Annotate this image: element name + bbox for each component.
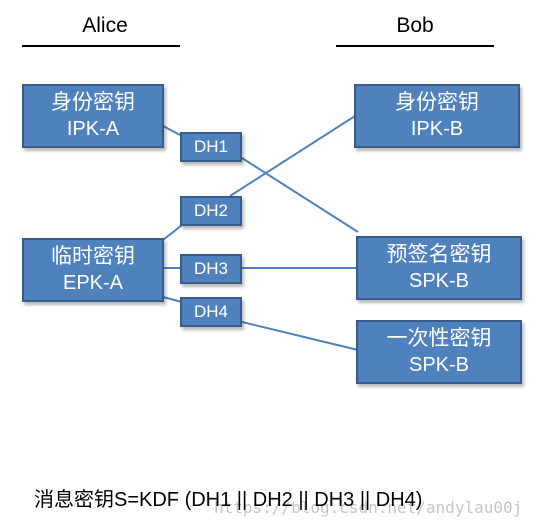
connector-dh1-spkb (241, 157, 359, 233)
alice-identity-key-box: 身份密钥 IPK-A (22, 84, 164, 148)
bob-identity-key-code: IPK-B (410, 118, 464, 140)
dh4-box: DH4 (180, 297, 242, 327)
alice-ephemeral-key-box: 临时密钥 EPK-A (22, 238, 164, 302)
bob-signed-prekey-box: 预签名密钥 SPK-B (356, 236, 522, 300)
alice-identity-key-name: 身份密钥 (51, 90, 135, 114)
bob-identity-key-name: 身份密钥 (395, 90, 479, 114)
watermark-url: https://blog.csdn.net/andylau00j (214, 498, 523, 517)
bob-signed-prekey-name: 预签名密钥 (386, 242, 492, 266)
dh1-box: DH1 (180, 132, 242, 162)
formula-expression: S=KDF (DH1 || DH2 || DH3 || DH4) (114, 489, 423, 511)
alice-ephemeral-key-code: EPK-A (62, 272, 124, 294)
bob-header: Bob (396, 14, 434, 37)
dh2-box: DH2 (180, 196, 242, 226)
bob-signed-prekey-code: SPK-B (408, 270, 470, 292)
connector-ipka-dh1 (162, 125, 183, 137)
bob-underline (336, 45, 494, 47)
alice-underline (22, 45, 180, 47)
formula-prefix: 消息密钥 (34, 487, 114, 511)
alice-identity-key-code: IPK-A (66, 118, 120, 140)
bob-one-time-prekey-name: 一次性密钥 (386, 326, 492, 350)
connector-dh2-ipkb (229, 115, 356, 197)
bob-one-time-prekey-code: SPK-B (408, 354, 470, 376)
connector-epka-dh2 (162, 224, 183, 241)
session-key-formula: 消息密钥S=KDF (DH1 || DH2 || DH3 || DH4) (34, 484, 422, 514)
alice-ephemeral-key-name: 临时密钥 (51, 244, 135, 268)
connector-epka-dh4 (162, 296, 183, 303)
alice-header: Alice (82, 14, 128, 37)
dh3-box: DH3 (180, 254, 242, 284)
bob-one-time-prekey-box: 一次性密钥 SPK-B (356, 320, 522, 384)
bob-identity-key-box: 身份密钥 IPK-B (354, 84, 520, 148)
connector-dh4-otpk (241, 321, 359, 351)
